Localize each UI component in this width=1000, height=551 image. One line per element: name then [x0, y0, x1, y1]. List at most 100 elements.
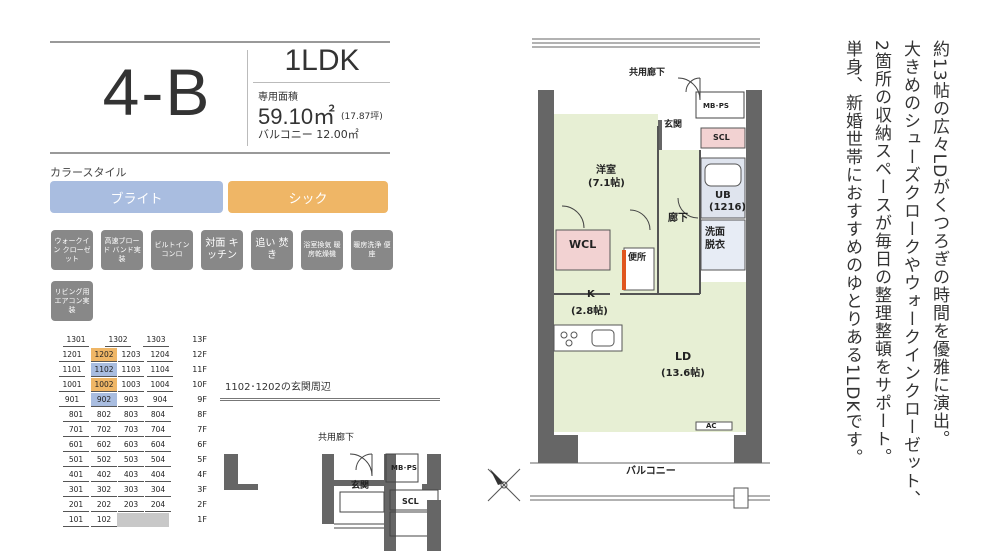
area-label: 専用面積 [258, 92, 298, 103]
plan-ub-label: UB [715, 190, 731, 201]
floor-cell-highlight: 1202 [91, 348, 117, 362]
floor-cell: 803 [118, 408, 144, 422]
plan-ub-size: (1216) [709, 202, 746, 213]
floor-cell: 1004 [147, 378, 173, 392]
floor-plan-drawing [530, 38, 770, 509]
floor-cell: 1103 [118, 363, 144, 377]
unit-name: 4-B [102, 55, 212, 129]
floor-cell: 1303 [143, 333, 169, 347]
floor-cell: 502 [91, 453, 117, 467]
entrance-scl-label: SCL [402, 497, 419, 506]
feature-walk-in-closet: ウォークイン クローゼット [51, 230, 93, 270]
floor-cell: 204 [145, 498, 171, 512]
plan-mbps-label: MB･PS [703, 102, 729, 110]
floor-cell: 1203 [118, 348, 144, 362]
area-tsubo: (17.87坪) [341, 112, 383, 122]
floor-cell: 903 [118, 393, 144, 407]
plan-genkan-label: 玄関 [664, 120, 683, 130]
header-top-rule [50, 41, 390, 43]
plan-k-size: (2.8帖) [571, 306, 608, 317]
floor-label: 8F [197, 410, 207, 419]
floor-cell: 901 [59, 393, 85, 407]
floor-cell: 802 [91, 408, 117, 422]
floor-cell: 503 [118, 453, 144, 467]
balcony-area: バルコニー 12.00㎡ [258, 128, 359, 141]
floor-cell: 504 [145, 453, 171, 467]
plan-k-label: K [587, 289, 595, 300]
plan-scl-label: SCL [713, 133, 730, 142]
floor-cell: 1101 [59, 363, 85, 377]
floor-cell: 1204 [147, 348, 173, 362]
plan-corridor-label: 共用廊下 [629, 68, 666, 78]
floor-cell: 703 [118, 423, 144, 437]
floor-cell: 1302 [105, 333, 131, 347]
floor-cell: 602 [91, 438, 117, 452]
floor-cell: 704 [145, 423, 171, 437]
floor-cell: 302 [91, 483, 117, 497]
feature-reheat-bath: 追い 焚き [251, 230, 293, 270]
floor-cell-highlight: 1102 [91, 363, 117, 377]
floor-label: 10F [192, 380, 207, 389]
plan-ac-label: AC [706, 422, 717, 430]
color-style-bright-button[interactable]: ブライト [50, 181, 223, 213]
floor-cell: 1201 [59, 348, 85, 362]
plan-datsui-label: 脱衣 [705, 240, 725, 251]
entrance-mbps-label: MB･PS [391, 464, 417, 472]
floor-label: 7F [197, 425, 207, 434]
plan-balcony-label: バルコニー [626, 466, 676, 477]
feature-living-aircon: リビング用 エアコン実装 [51, 281, 93, 321]
floor-cell: 201 [63, 498, 89, 512]
floor-cell: 101 [63, 513, 89, 527]
description-line-3: 2箇所の収納スペースが毎日の整理整頓をサポート。 [871, 40, 891, 466]
floor-label: 13F [192, 335, 207, 344]
floor-cell: 804 [145, 408, 171, 422]
floor-cell: 203 [118, 498, 144, 512]
plan-ld-label: LD [675, 350, 692, 363]
description-line-2: 大きめのシューズクロークやウォークインクローゼット、 [900, 40, 920, 508]
plan-ld-size: (13.6帖) [661, 368, 705, 379]
feature-broadband: 高速ブロード バンド実装 [101, 230, 143, 270]
floor-cell: 801 [63, 408, 89, 422]
header-divider [247, 50, 248, 146]
floor-cell: 702 [91, 423, 117, 437]
floor-cell: 701 [63, 423, 89, 437]
floor-label: 3F [197, 485, 207, 494]
floor-cell: 401 [63, 468, 89, 482]
floor-cell: 501 [63, 453, 89, 467]
entrance-detail-drawing [224, 453, 441, 551]
floor-label: 5F [197, 455, 207, 464]
floor-label: 12F [192, 350, 207, 359]
floor-cell: 1104 [147, 363, 173, 377]
feature-counter-kitchen: 対面 キッチン [201, 230, 243, 270]
entrance-corridor-label: 共用廊下 [318, 433, 355, 443]
color-style-label: カラースタイル [50, 166, 127, 179]
color-style-chic-button[interactable]: シック [228, 181, 388, 213]
floor-cell: 303 [118, 483, 144, 497]
floor-label: 1F [197, 515, 207, 524]
floor-cell: 1001 [59, 378, 85, 392]
compass-icon [487, 468, 521, 502]
plan-rouka-label: 廊下 [668, 213, 688, 224]
floor-cell: 301 [63, 483, 89, 497]
feature-bath-dryer: 浴室換気 暖房乾燥機 [301, 230, 343, 270]
floor-cell-highlight: 1002 [91, 378, 117, 392]
floor-cell: 1301 [63, 333, 89, 347]
header-bottom-rule [50, 152, 390, 154]
floor-label: 2F [197, 500, 207, 509]
floor-label: 6F [197, 440, 207, 449]
floor-cell: 904 [147, 393, 173, 407]
floor-cell: 601 [63, 438, 89, 452]
feature-washlet: 暖房洗浄 便座 [351, 230, 393, 270]
floor-cell: 202 [91, 498, 117, 512]
plan-senmen-label: 洗面 [705, 227, 725, 238]
entrance-detail-title: 1102･1202の玄関周辺 [225, 382, 331, 393]
floor-cell: 402 [91, 468, 117, 482]
floor-label: 9F [197, 395, 207, 404]
area-value: 59.10㎡ [258, 104, 336, 129]
entrance-corridor-rail [220, 398, 440, 401]
floor-cell: 304 [145, 483, 171, 497]
description-line-4: 単身、新婚世帯におすすめのゆとりある1LDKです。 [842, 40, 862, 467]
floor-label: 11F [192, 365, 207, 374]
floor-cell-highlight: 902 [91, 393, 117, 407]
floor-cell: 102 [91, 513, 117, 527]
